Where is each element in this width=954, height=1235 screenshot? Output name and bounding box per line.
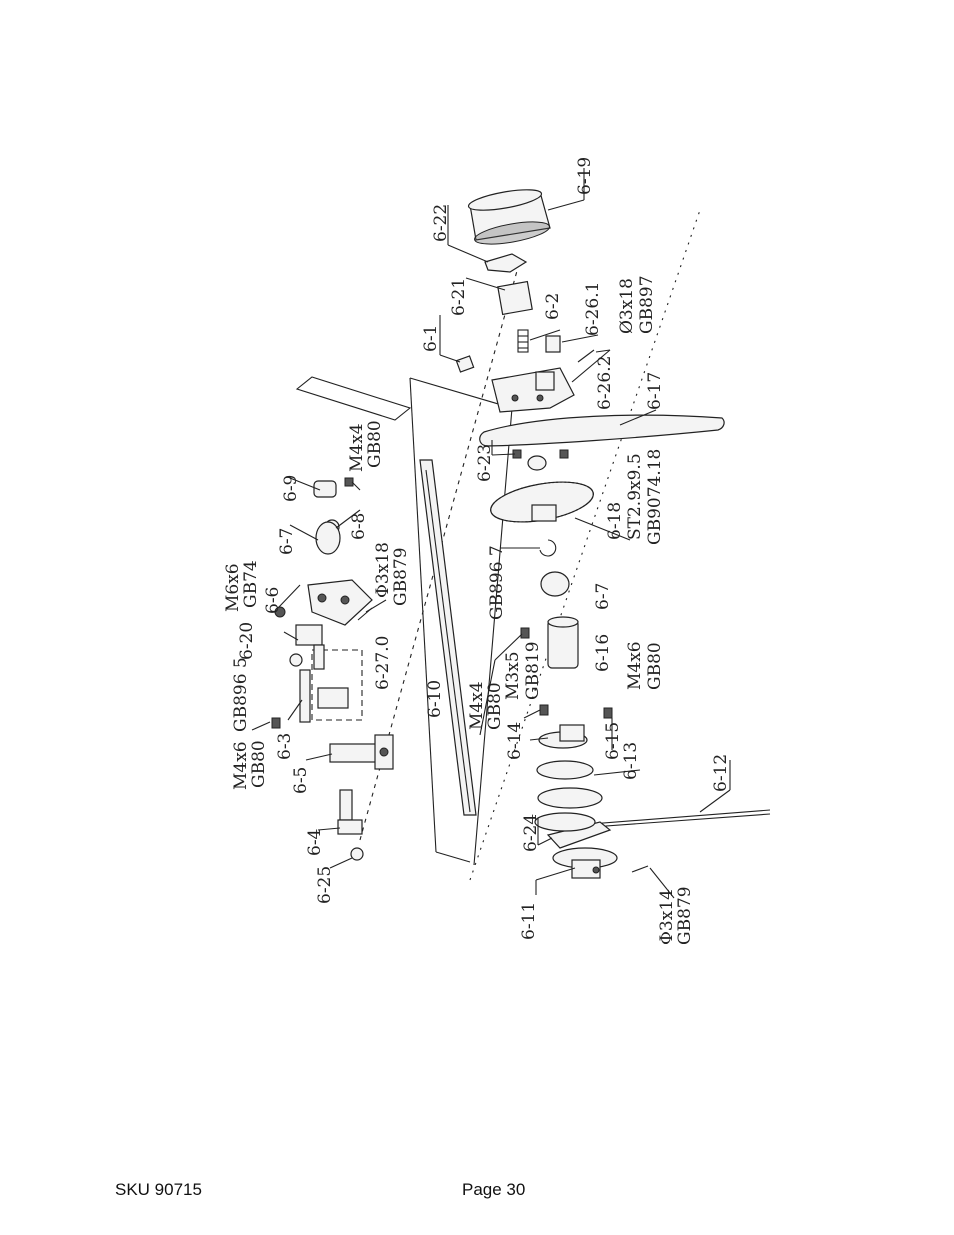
part-6-2-spring — [517, 329, 529, 353]
label-6-13: 6-13 — [621, 742, 641, 780]
label-6-1: 6-1 — [421, 325, 441, 352]
part-6-5-arm — [329, 734, 394, 770]
leader-6-20 — [283, 631, 299, 641]
label-6-16: 6-16 — [593, 634, 613, 672]
label-m4x6-left: M4x6 — [231, 741, 251, 790]
label-6-21: 6-21 — [449, 278, 469, 316]
label-6-6: 6-6 — [263, 587, 283, 614]
part-6-7-lower — [540, 571, 570, 597]
part-6-3 — [299, 669, 311, 723]
part-6-9 — [313, 477, 354, 498]
label-gb879-right: GB879 — [675, 886, 695, 945]
label-6-22: 6-22 — [431, 204, 451, 242]
leader-6-6 — [277, 584, 301, 609]
part-6-6-arm — [307, 579, 373, 626]
label-6-12: 6-12 — [711, 754, 731, 792]
label-6-23: 6-23 — [475, 444, 495, 482]
pin-o3x18 — [577, 349, 595, 363]
label-gb896-7: GB896 7 — [487, 545, 507, 620]
label-6-9: 6-9 — [281, 475, 301, 502]
label-6-7-lower: 6-7 — [593, 583, 613, 610]
label-6-19: 6-19 — [575, 157, 595, 195]
screw-st29 — [559, 449, 569, 459]
page-number: Page 30 — [462, 1180, 526, 1199]
label-6-3: 6-3 — [275, 733, 295, 760]
part-6-26-2-housing — [491, 367, 575, 413]
part-6-16-cylinder — [547, 616, 579, 669]
label-m3x5: M3x5 — [503, 651, 523, 700]
screw-m4x6 — [603, 707, 613, 719]
part-6-11-bracket — [552, 847, 618, 879]
part-6-13-disc-b — [537, 787, 603, 809]
label-6-18: 6-18 — [605, 502, 625, 540]
part-6-19-drum — [467, 189, 551, 245]
label-6-2: 6-2 — [543, 293, 563, 320]
sku-label: SKU 90715 — [115, 1180, 202, 1199]
part-6-24-disc — [534, 812, 596, 832]
label-m4x6-right: M4x6 — [625, 641, 645, 690]
label-m4x4-top: M4x4 — [347, 423, 367, 472]
label-gb897: GB897 — [637, 275, 657, 334]
label-o3x18: Ø3x18 — [617, 278, 637, 334]
label-6-11: 6-11 — [519, 902, 539, 940]
label-gb80-mid: GB80 — [485, 682, 505, 730]
part-6-25 — [350, 847, 364, 861]
label-6-20: 6-20 — [237, 622, 257, 660]
label-6-15: 6-15 — [603, 722, 623, 760]
label-gb879-left: GB879 — [391, 547, 411, 606]
label-6-14: 6-14 — [505, 722, 525, 760]
circlip-gb896-7 — [539, 539, 557, 557]
label-6-26-2: 6-26.2 — [595, 356, 615, 410]
label-gb80-top: GB80 — [365, 420, 385, 468]
label-6-24: 6-24 — [521, 814, 541, 852]
part-6-23 — [527, 455, 547, 471]
labels-left-group: 6-10 6-9 M4x4 GB80 6-8 6-7 Φ3x18 GB879 M… — [223, 420, 445, 904]
part-6-26-1 — [545, 335, 561, 353]
label-gb80-right: GB80 — [645, 642, 665, 690]
leader-lines — [251, 168, 731, 899]
part-6-17-arm — [479, 414, 725, 447]
part-6-20 — [274, 606, 323, 667]
part-6-14-hub — [538, 724, 588, 749]
part-6-13-disc-a — [536, 760, 594, 780]
label-gb9074-18: GB9074.18 — [645, 449, 665, 545]
label-gb80-left: GB80 — [249, 740, 269, 788]
label-phi3x14: Φ3x14 — [657, 889, 677, 945]
label-6-4: 6-4 — [305, 829, 325, 856]
label-6-25: 6-25 — [315, 866, 335, 904]
label-m6x6: M6x6 — [223, 563, 243, 612]
part-6-18-gear — [490, 481, 594, 523]
part-6-21 — [497, 280, 533, 316]
part-6-4 — [337, 789, 363, 835]
labels-right-group: 6-19 6-22 6-21 6-2 6-26.1 Ø3x18 GB897 6-… — [421, 157, 731, 945]
part-6-10-shaft — [295, 376, 513, 866]
part-6-7-upper — [315, 521, 341, 555]
part-6-22 — [484, 253, 528, 273]
label-6-26-1: 6-26.1 — [583, 282, 603, 336]
label-phi3x18: Φ3x18 — [373, 542, 393, 598]
label-st2-9x9-5: ST2.9x9.5 — [625, 453, 645, 540]
label-6-27-0: 6-27.0 — [373, 636, 393, 690]
screw-m4x4 — [520, 627, 530, 639]
label-6-8: 6-8 — [349, 513, 369, 540]
pin-phi3x14 — [631, 865, 649, 873]
label-m4x4-mid: M4x4 — [467, 681, 487, 730]
label-gb896-5: GB896 5 — [231, 657, 251, 732]
part-6-27-linkage — [311, 644, 363, 721]
screw-m3x5 — [539, 704, 549, 716]
screw-m4x6 — [271, 717, 281, 729]
label-6-5: 6-5 — [291, 767, 311, 794]
part-6-1 — [455, 355, 475, 373]
label-6-7-upper: 6-7 — [277, 528, 297, 555]
label-6-10: 6-10 — [425, 680, 445, 718]
label-gb819: GB819 — [523, 641, 543, 700]
label-6-17: 6-17 — [645, 372, 665, 410]
label-gb74: GB74 — [241, 560, 261, 608]
